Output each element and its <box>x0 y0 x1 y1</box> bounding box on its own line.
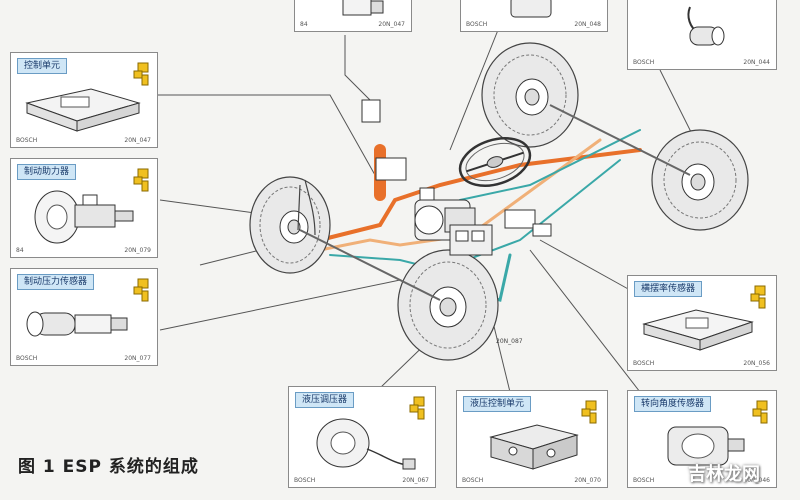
card-brake-booster: 制动助力器 84 20N_079 <box>10 158 158 258</box>
card-yaw-sensor: 横摆率传感器 BOSCH 20N_056 <box>627 275 777 371</box>
rear-left-wheel <box>249 176 331 274</box>
card-title: 转向角度传感器 <box>634 396 712 412</box>
card-steering-sensor: 转向角度传感器 BOSCH 20N_046 <box>627 390 777 488</box>
card-title: 液压调压器 <box>295 392 355 408</box>
card-pressure-sensor: 制动压力传感器 BOSCH 20N_077 <box>10 268 158 366</box>
key-icon <box>133 278 149 302</box>
yaw-sensor-illustration <box>642 309 754 351</box>
card-top-right: BOSCH 20N_044 <box>627 0 777 70</box>
figure-caption: 图 1 ESP 系统的组成 <box>18 457 199 477</box>
front-right-wheel <box>651 129 749 231</box>
card-control-unit: 控制单元 BOSCH 20N_047 <box>10 52 158 148</box>
key-icon <box>133 62 149 86</box>
valve-box <box>375 157 407 181</box>
key-icon <box>752 400 768 424</box>
key-icon <box>581 400 597 424</box>
card-pump: 液压调压器 BOSCH 20N_067 <box>288 386 436 488</box>
key-icon <box>750 285 766 309</box>
card-top-left: 84 20N_047 <box>294 0 412 32</box>
card-top-mid: BOSCH 20N_048 <box>460 0 608 32</box>
relay-box <box>361 99 381 123</box>
watermark-logo: 吉林龙网 <box>688 464 760 485</box>
steering-wheel <box>458 137 532 187</box>
hydraulic-unit-illustration <box>489 424 579 470</box>
card-title: 液压控制单元 <box>463 396 532 412</box>
hydraulic-unit-block <box>449 224 493 256</box>
key-icon <box>409 396 425 420</box>
steering-sensor-illustration <box>667 426 745 466</box>
pressure-sensor-illustration <box>26 311 128 337</box>
relay-illustration <box>342 0 384 16</box>
card-title: 控制单元 <box>17 58 68 74</box>
rear-right-wheel <box>481 42 579 148</box>
pump-illustration <box>316 418 416 470</box>
brake-booster-illustration <box>34 190 134 244</box>
ecu-illustration <box>25 88 141 132</box>
card-title: 制动助力器 <box>17 164 77 180</box>
sensor-illustration <box>510 0 552 18</box>
card-title: 制动压力传感器 <box>17 274 95 290</box>
leader-lines <box>150 24 701 393</box>
ecu-small <box>504 209 552 237</box>
key-icon <box>133 168 149 192</box>
front-left-wheel <box>397 249 499 361</box>
wheel-speed-sensor-illustration <box>687 6 725 46</box>
card-title: 横摆率传感器 <box>634 281 703 297</box>
center-code: 20N_087 <box>496 338 523 345</box>
card-hydraulic-unit: 液压控制单元 BOSCH 20N_070 <box>456 390 608 488</box>
